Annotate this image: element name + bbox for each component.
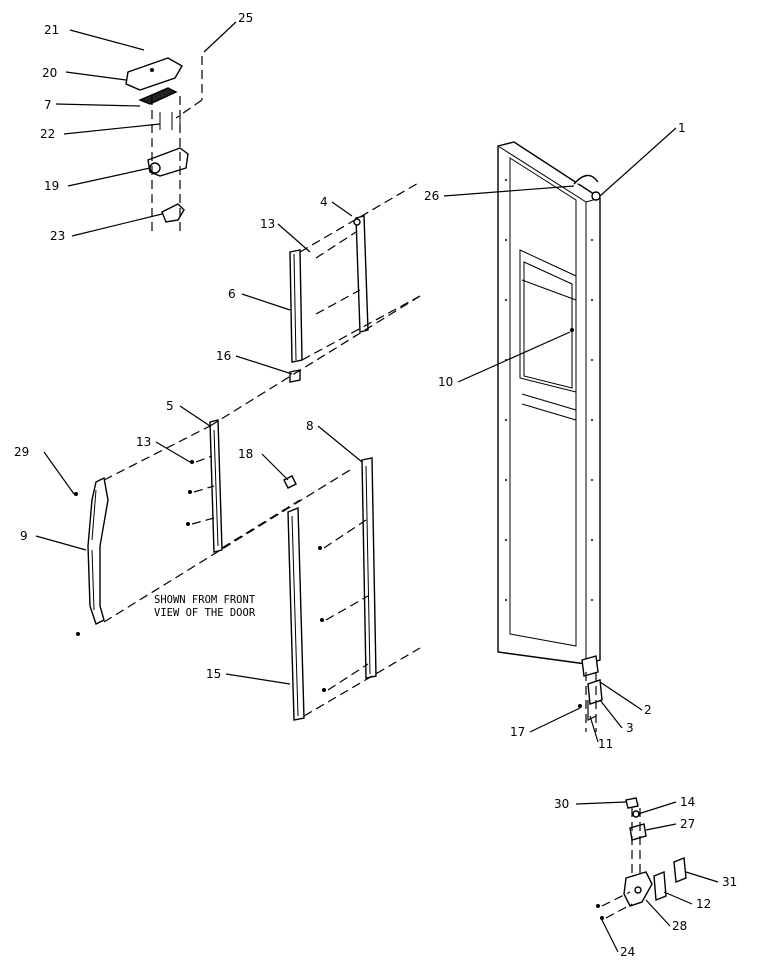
- callout-23: 23: [50, 229, 65, 243]
- note-line-2: VIEW OF THE DOOR: [154, 607, 256, 619]
- door-panel-part-1: [497, 141, 601, 665]
- callout-10: 10: [438, 375, 453, 389]
- callout-20: 20: [42, 66, 57, 80]
- view-note: SHOWN FROM FRONT VIEW OF THE DOOR: [154, 594, 256, 619]
- note-line-1: SHOWN FROM FRONT: [154, 594, 256, 606]
- callout-7: 7: [44, 98, 52, 112]
- door-top-part-26: [573, 174, 599, 185]
- callout-31: 31: [722, 875, 737, 889]
- door-handle-part-9: [87, 476, 109, 625]
- callout-18: 18: [238, 447, 253, 461]
- hinge-bushing-part-23: [161, 203, 185, 223]
- callout-4: 4: [320, 195, 328, 209]
- callout-11: 11: [598, 737, 613, 751]
- upper-trim-assembly: [289, 181, 421, 383]
- callout-26: 26: [424, 189, 439, 203]
- callout-27: 27: [680, 817, 695, 831]
- callout-21: 21: [44, 23, 59, 37]
- callout-29: 29: [14, 445, 29, 459]
- washer-part-30: [625, 797, 639, 809]
- callout-24: 24: [620, 945, 635, 959]
- lower-trim-assembly: [283, 457, 421, 721]
- callout-8: 8: [306, 419, 314, 433]
- shim-part-7: [138, 87, 178, 105]
- door-bottom-hinge: [578, 655, 603, 732]
- screw-part-24: [600, 916, 604, 920]
- callout-13-upper: 13: [260, 217, 275, 231]
- callout-3: 3: [626, 721, 634, 735]
- callout-19: 19: [44, 179, 59, 193]
- callout-22: 22: [40, 127, 55, 141]
- top-hinge-assembly: [125, 56, 203, 232]
- handle-assembly: [74, 295, 421, 636]
- screw-part-17: [578, 704, 582, 708]
- hinge-cover-part-20: [125, 57, 183, 91]
- pin-part-11: [587, 700, 597, 721]
- bushing-part-27: [629, 823, 647, 841]
- callout-12: 12: [696, 897, 711, 911]
- callout-2: 2: [644, 703, 652, 717]
- callout-13-lower: 13: [136, 435, 151, 449]
- trim-strip-part-15: [287, 506, 305, 721]
- plate-part-12: [653, 870, 667, 902]
- fastener-part-10: [570, 328, 574, 332]
- callout-30: 30: [554, 797, 569, 811]
- trim-bracket-part-8: [361, 457, 377, 679]
- callout-1: 1: [678, 121, 686, 135]
- callout-leaders: [35, 21, 719, 953]
- callout-15: 15: [206, 667, 221, 681]
- spacer-part-31: [673, 857, 687, 883]
- callout-25: 25: [238, 11, 253, 25]
- clip-part-16: [289, 369, 301, 383]
- callout-14: 14: [680, 795, 695, 809]
- callout-28: 28: [672, 919, 687, 933]
- callout-9: 9: [20, 529, 28, 543]
- callout-labels: 21 25 20 7 22 19 23 13 4 6 16 5 13 29 9 …: [14, 11, 737, 959]
- trim-bracket-part-4: [355, 215, 369, 333]
- callout-16: 16: [216, 349, 231, 363]
- lower-hinge-assembly: [596, 797, 687, 920]
- callout-6: 6: [228, 287, 236, 301]
- hinge-part-3: [587, 679, 603, 705]
- callout-5: 5: [166, 399, 174, 413]
- callout-17: 17: [510, 725, 525, 739]
